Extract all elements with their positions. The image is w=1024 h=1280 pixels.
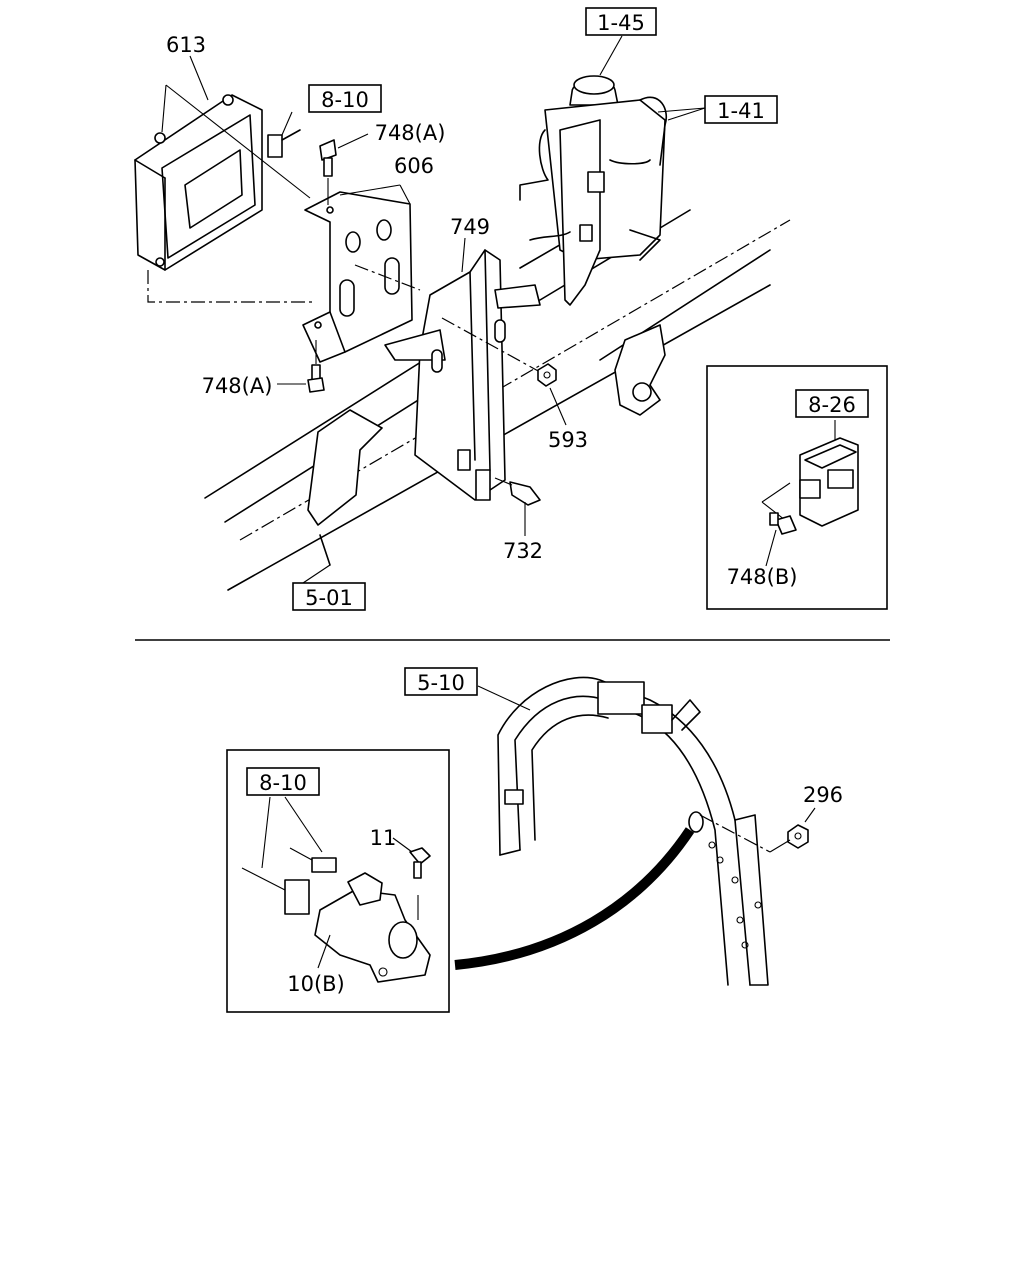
callout-box-1-45 [585,7,657,36]
leader-1-41-b [657,107,706,113]
switch-10b [314,872,431,983]
leader-613-a [161,84,167,133]
callout-box-1-41 [704,95,778,124]
detail-arc [454,827,695,970]
leader-613-b [165,84,311,199]
leader-749 [461,237,466,273]
callout-1-41: 1-41 [717,99,765,123]
dash-613-mount [147,270,312,303]
callout-8-10-inset: 8-10 [259,771,307,795]
inset-box-10b [226,749,450,1013]
callout-box-8-10-inset [246,767,320,796]
leader-748b [765,529,777,567]
leader-296 [769,839,791,853]
bracket-606 [302,191,413,363]
module-8-26 [761,420,859,527]
callout-box-5-10 [404,667,478,696]
crossmember-bracket [614,324,666,416]
callout-8-26: 8-26 [808,393,856,417]
leader-1-41-a [667,107,706,121]
leader-593 [549,387,567,426]
pipe-frame-5-10 [497,676,769,986]
leader-5-10 [477,685,531,711]
part-296: 296 [803,783,843,807]
bolt-732 [494,477,541,506]
part-593: 593 [548,428,588,452]
tank-assembly [519,75,667,306]
nut-296 [787,824,809,849]
part-613: 613 [166,33,206,57]
leader-613-c [189,55,209,101]
bolt-748b [769,512,797,535]
leader-748a-top [337,133,369,149]
connector-8-10-top [267,111,301,158]
bolt-11 [409,847,431,920]
leader-296-b [804,807,816,823]
callout-8-10-top: 8-10 [321,88,369,112]
dash-606-749 [354,264,421,291]
callout-5-01: 5-01 [305,586,353,610]
leader-10b [317,934,331,969]
callout-5-10: 5-10 [417,671,465,695]
part-748a-top: 748(A) [375,121,446,145]
part-748b: 748(B) [727,565,798,589]
callout-box-8-10-top [308,84,382,113]
callout-box-5-01 [292,582,366,611]
dash-296 [699,814,771,853]
leader-606-b [339,184,401,196]
part-606: 606 [394,154,434,178]
dash-749-593 [441,317,541,373]
part-10b: 10(B) [287,972,345,996]
part-732: 732 [503,539,543,563]
part-11: 11 [370,826,397,850]
callout-box-8-26 [795,389,869,418]
frame-gusset [307,409,383,566]
leader-5-01 [299,564,331,586]
leader-1-45 [599,35,623,76]
part-748a-bottom: 748(A) [202,374,273,398]
callout-1-45: 1-45 [597,11,645,35]
bolt-748a-top [319,139,337,205]
inset-box-8-26 [706,365,888,610]
connector-8-10-inset [241,796,337,915]
nut-593 [537,363,557,387]
leader-11 [392,837,413,853]
part-749: 749 [450,215,490,239]
bracket-749 [384,249,541,501]
leader-606 [399,184,411,205]
control-unit-613 [134,94,263,271]
bolt-748a-bottom [307,340,325,393]
